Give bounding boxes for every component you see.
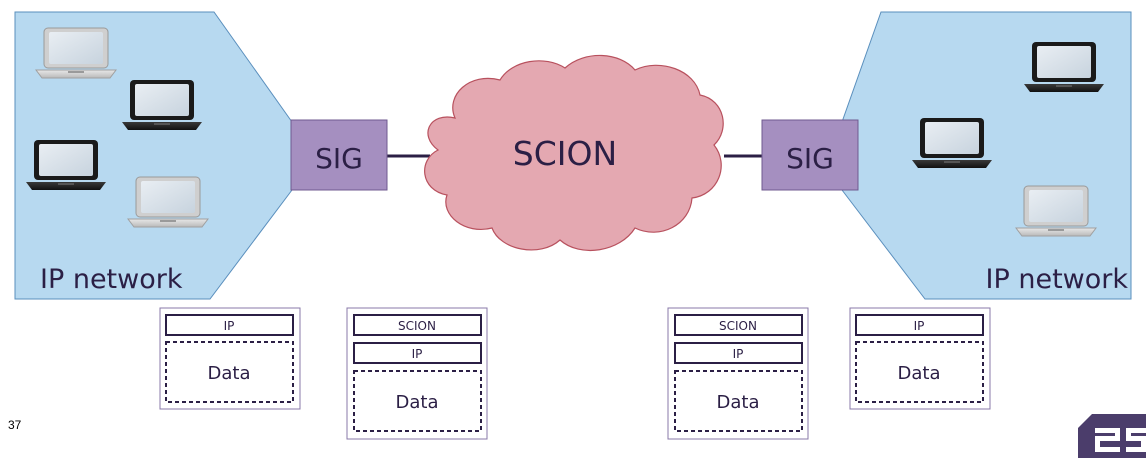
- ip-header: [855, 314, 984, 336]
- left-sig-label: SIG: [315, 142, 363, 175]
- scion-header-label: SCION: [719, 319, 757, 333]
- ip-header-label: IP: [412, 347, 423, 361]
- right-sig-box: [761, 119, 859, 191]
- ip-header: [674, 342, 803, 364]
- packet-scion-left: SCION IP Data: [346, 307, 488, 440]
- laptop-icon: [122, 80, 202, 130]
- data-payload-label: Data: [898, 363, 941, 384]
- logo-icon: [1078, 414, 1146, 458]
- page-number: 37: [8, 418, 22, 432]
- right-sig-label: SIG: [786, 142, 834, 175]
- scion-label: SCION: [513, 134, 617, 173]
- laptop-icon: [127, 176, 209, 228]
- data-payload: [674, 370, 803, 432]
- packet-ip-right: IP Data: [849, 307, 991, 410]
- data-payload: [165, 341, 294, 403]
- laptop-icon: [26, 140, 106, 190]
- scion-header: [674, 314, 803, 336]
- data-payload-label: Data: [208, 363, 251, 384]
- ip-header-label: IP: [914, 319, 925, 333]
- left-sig-box: [290, 119, 388, 191]
- data-payload-label: Data: [717, 392, 760, 413]
- ip-header-label: IP: [224, 319, 235, 333]
- packet-ip-left: IP Data: [159, 307, 301, 410]
- ip-header: [353, 342, 482, 364]
- left-network-label: IP network: [40, 264, 183, 295]
- scion-header: [353, 314, 482, 336]
- laptop-icon: [1024, 42, 1104, 92]
- laptop-icon: [1015, 185, 1097, 237]
- packet-scion-right: SCION IP Data: [667, 307, 809, 440]
- scion-header-label: SCION: [398, 319, 436, 333]
- data-payload: [353, 370, 482, 432]
- ip-header-label: IP: [733, 347, 744, 361]
- right-network-label: IP network: [986, 264, 1129, 295]
- ip-header: [165, 314, 294, 336]
- laptop-icon: [35, 27, 117, 79]
- data-payload-label: Data: [396, 392, 439, 413]
- laptop-icon: [912, 118, 992, 168]
- data-payload: [855, 341, 984, 403]
- scion-cloud: [424, 54, 724, 252]
